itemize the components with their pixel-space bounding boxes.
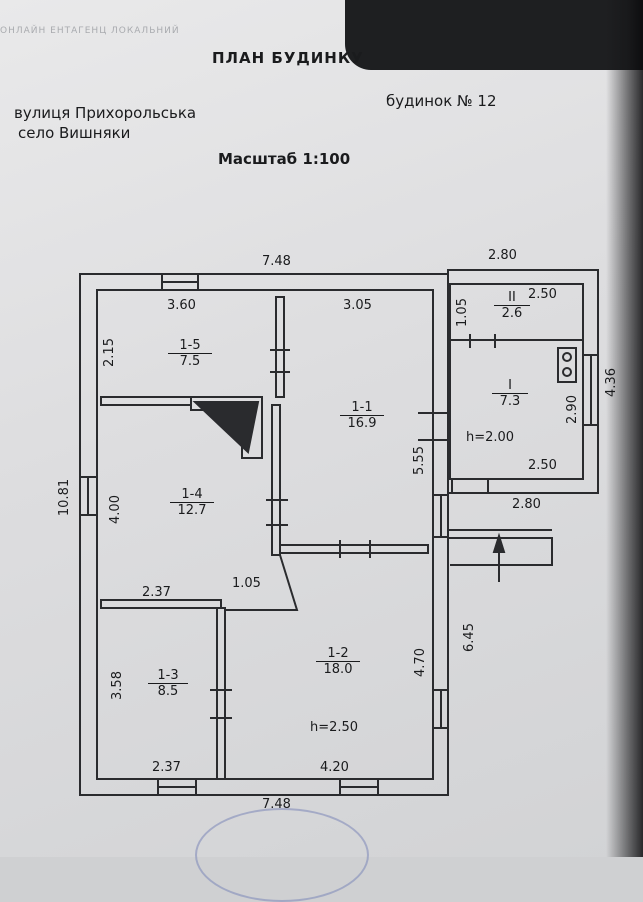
annex-ceiling-height: h=2.00 [466, 430, 515, 445]
outer-wall-outer-line [79, 273, 449, 796]
dim-room-1-3-width: 2.37 [152, 760, 181, 775]
room-1-5: 1-5 7.5 [168, 338, 212, 369]
village-line: село Вишняки [18, 124, 131, 142]
dim-room-1-1-width: 3.05 [343, 298, 372, 313]
stove-shading [192, 401, 260, 454]
dim-annex-bottom: 2.80 [512, 497, 541, 512]
room-1-4-number: 1-4 [181, 487, 203, 502]
stove [190, 396, 263, 459]
room-II-area: 2.6 [494, 305, 530, 321]
annex-outer-wall [447, 269, 599, 494]
room-1-4-area: 12.7 [170, 502, 214, 518]
dim-annex-top-height: 1.05 [454, 298, 470, 327]
dim-annex-top-width: 2.50 [528, 287, 557, 302]
scale-label: Масштаб 1:100 [218, 150, 351, 168]
room-I-area: 7.3 [492, 393, 528, 409]
room-1-5-number: 1-5 [179, 338, 201, 353]
room-II: II 2.6 [494, 290, 530, 321]
dim-room-1-5-width: 3.60 [167, 298, 196, 313]
dim-room-1-2-height: 4.70 [412, 648, 428, 677]
partition-1-5-1-1 [275, 296, 285, 398]
room-1-3-area: 8.5 [148, 683, 188, 699]
photo-corner-shadow [345, 0, 643, 70]
dim-annex-room-width: 2.50 [528, 458, 557, 473]
dim-room-1-5-height: 2.15 [101, 338, 117, 367]
partition-1-5-1-4 [100, 396, 192, 406]
dim-room-1-3-height: 3.58 [109, 671, 125, 700]
faded-header-banner: ОНЛАЙН ЕНТАГЕНЦ ЛОКАЛЬНИЙ [0, 26, 180, 36]
window-annex-bottom [451, 478, 489, 494]
room-1-3: 1-3 8.5 [148, 668, 188, 699]
room-1-2: 1-2 18.0 [316, 646, 360, 677]
room-1-2-number: 1-2 [327, 646, 349, 661]
partition-1-1-1-2 [279, 544, 429, 554]
dim-room-1-2-width: 4.20 [320, 760, 349, 775]
dim-annex-outer-height: 4.36 [603, 368, 619, 397]
dim-room-1-4-width: 2.37 [142, 585, 171, 600]
room-1-1-number: 1-1 [351, 400, 373, 415]
floor-plan-drawing [79, 269, 599, 796]
room-1-3-number: 1-3 [157, 668, 179, 683]
house-number: будинок № 12 [386, 92, 497, 110]
document-title: ПЛАН БУДИНКУ [212, 49, 364, 67]
dim-room-1-4-height: 4.00 [107, 495, 123, 524]
annex-stove [557, 347, 577, 383]
room-1-1-area: 16.9 [340, 415, 384, 431]
room-II-number: II [508, 290, 516, 305]
dim-room-1-1-height: 5.55 [411, 446, 427, 475]
photo-edge-shadow [606, 0, 643, 857]
dim-left-total: 10.81 [57, 478, 73, 517]
partition-1-4-1-1 [271, 404, 281, 556]
dim-top-annex: 2.80 [488, 248, 517, 263]
room-1-2-area: 18.0 [316, 661, 360, 677]
dim-top-main: 7.48 [262, 254, 291, 269]
room-1-5-area: 7.5 [168, 353, 212, 369]
street-line: вулиця Прихорольська [14, 104, 197, 122]
partition-1-3-1-2 [216, 607, 226, 780]
outer-wall-inner-line [96, 289, 434, 780]
room-I-number: I [508, 378, 512, 393]
room-1-4: 1-4 12.7 [170, 487, 214, 518]
dim-annex-room-height: 2.90 [564, 395, 580, 424]
room-1-1: 1-1 16.9 [340, 400, 384, 431]
dim-hall-width: 1.05 [232, 576, 261, 591]
paper-sheet [0, 0, 643, 857]
partition-1-4-1-3 [100, 599, 222, 609]
room-I: I 7.3 [492, 378, 528, 409]
hall-partition [225, 554, 299, 611]
dim-right-lower: 6.45 [461, 623, 477, 652]
main-ceiling-height: h=2.50 [310, 720, 359, 735]
stamp-seal [195, 808, 369, 902]
